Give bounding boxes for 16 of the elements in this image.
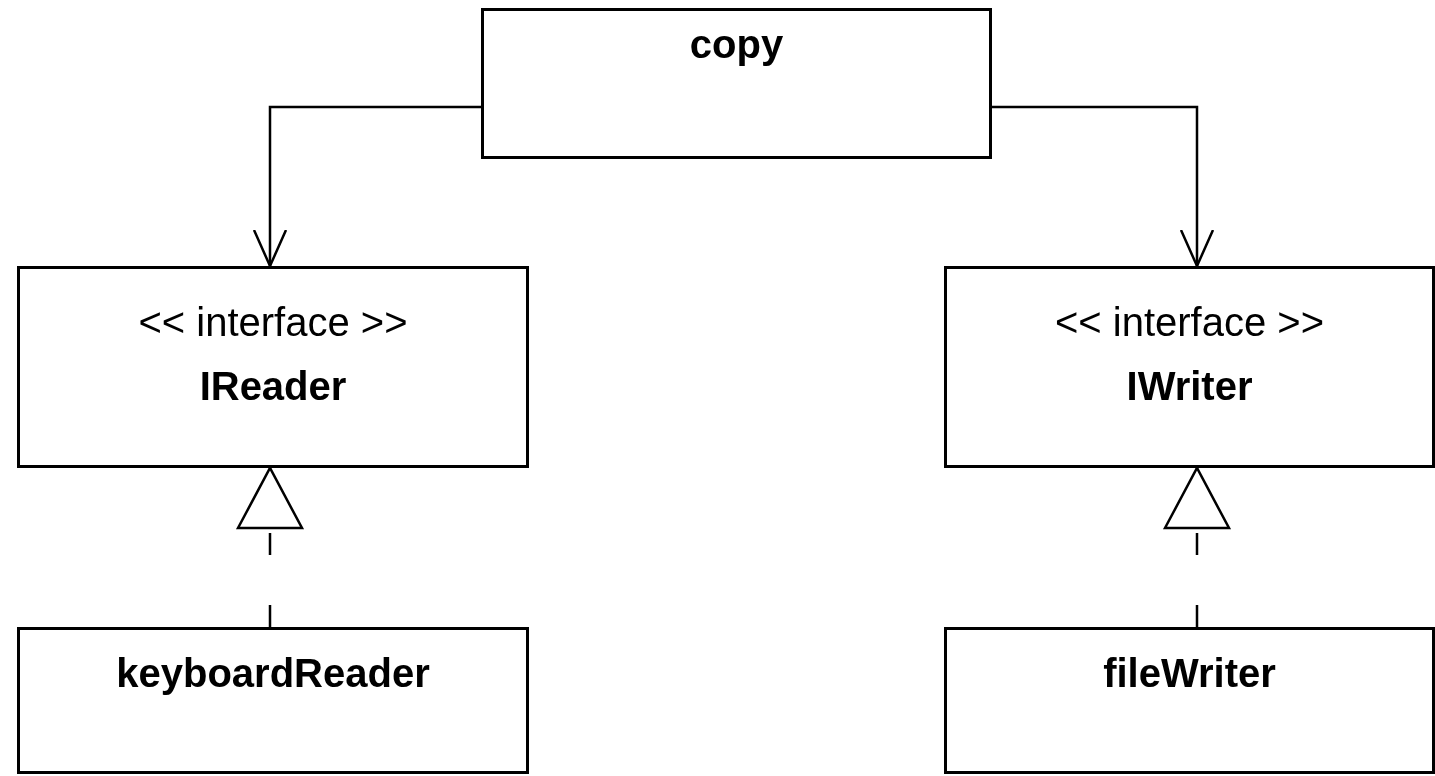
interface-box [944, 266, 1435, 468]
class-name: copy [689, 21, 784, 67]
interface-box [17, 266, 529, 468]
dependency-arrow [992, 105, 1215, 268]
class-name: IWriter [1126, 363, 1253, 409]
class-name: fileWriter [1103, 650, 1276, 696]
dependency-arrow [252, 105, 481, 268]
class-name: IReader [199, 363, 347, 409]
class-box [481, 8, 992, 159]
class-box [944, 627, 1435, 774]
class-name: keyboardReader [116, 650, 430, 696]
realization-arrow [1163, 466, 1231, 627]
class-box [17, 627, 529, 774]
stereotype-label: << interface >> [1054, 299, 1325, 345]
realization-arrow [236, 466, 304, 627]
stereotype-label: << interface >> [138, 299, 408, 345]
